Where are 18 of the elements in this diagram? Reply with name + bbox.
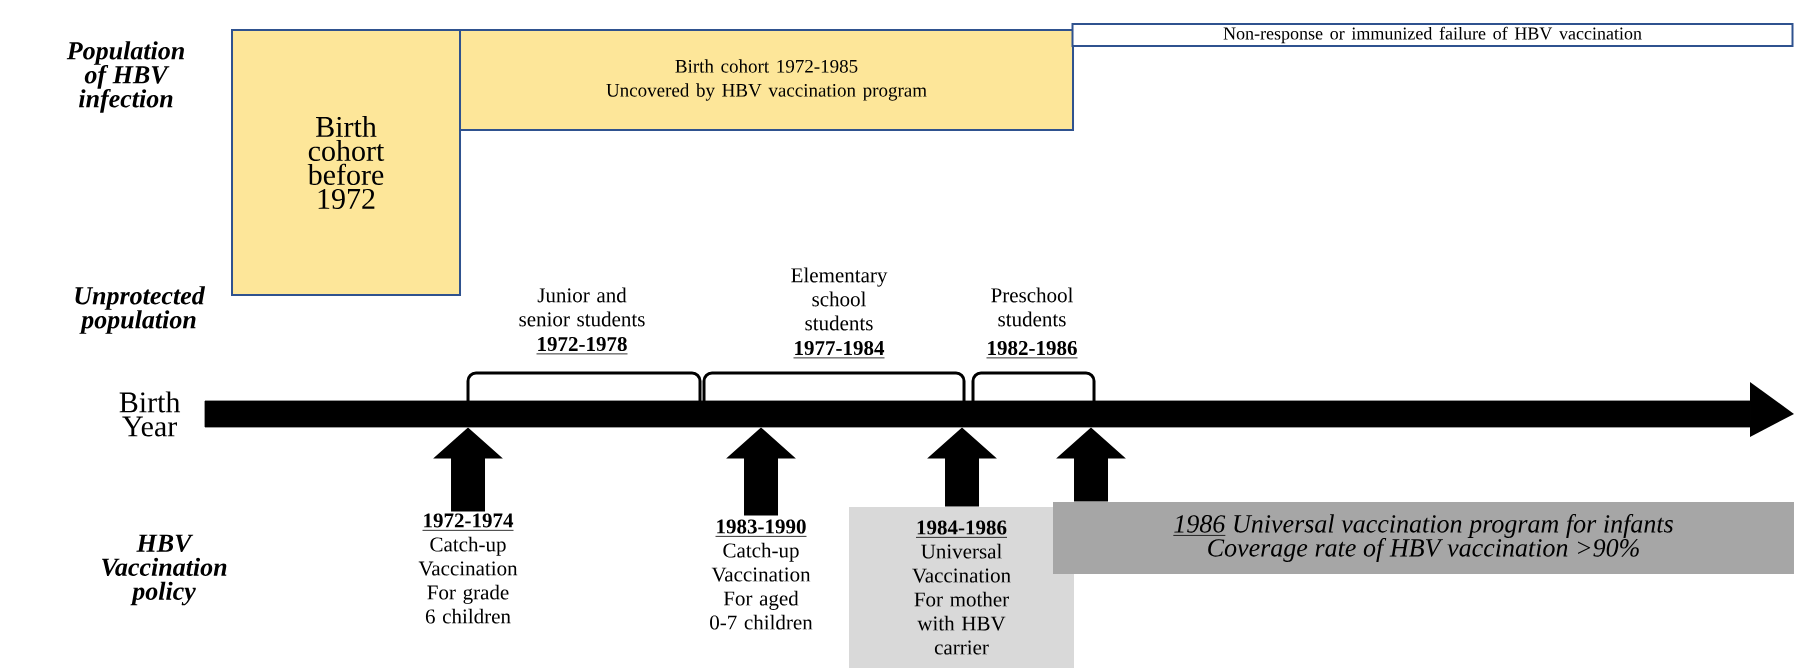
timeline-arrow xyxy=(204,382,1794,437)
policy-text: 1983-1990 Catch-up Vaccination For aged 0-7 children xyxy=(710,519,813,630)
row-heading: Unprotected population xyxy=(75,286,206,334)
year-range: 1982-1986 xyxy=(986,340,1078,359)
cohort-band: Non-response or immunized failure of HBV vaccination xyxy=(1071,23,1794,47)
row-heading: Population of HBV infection xyxy=(66,41,184,113)
year-range: 1977-1984 xyxy=(793,340,885,359)
year-range: 1972-1978 xyxy=(536,336,628,355)
axis-label: Birth Year xyxy=(119,391,181,437)
row-heading: HBV Vaccination policy xyxy=(102,534,227,606)
group-label: Elementary school students xyxy=(791,267,888,331)
policy-box: 1984-1986 Universal Vaccination For mother with HBV carrier xyxy=(849,507,1074,668)
policy-text: 1972-1974 Catch-up Vaccination For grade 6 children xyxy=(418,513,518,624)
cohort-box: Birth cohort before 1972 xyxy=(231,29,461,296)
group-label: Preschool students xyxy=(991,287,1073,327)
cohort-box: Birth cohort 1972-1985 Uncovered by HBV vaccination program xyxy=(459,29,1074,131)
group-label: Junior and senior students xyxy=(519,287,645,327)
program-box: 1986 Universal vaccination program for infants Coverage rate of HBV vaccination >90% xyxy=(1053,502,1794,574)
